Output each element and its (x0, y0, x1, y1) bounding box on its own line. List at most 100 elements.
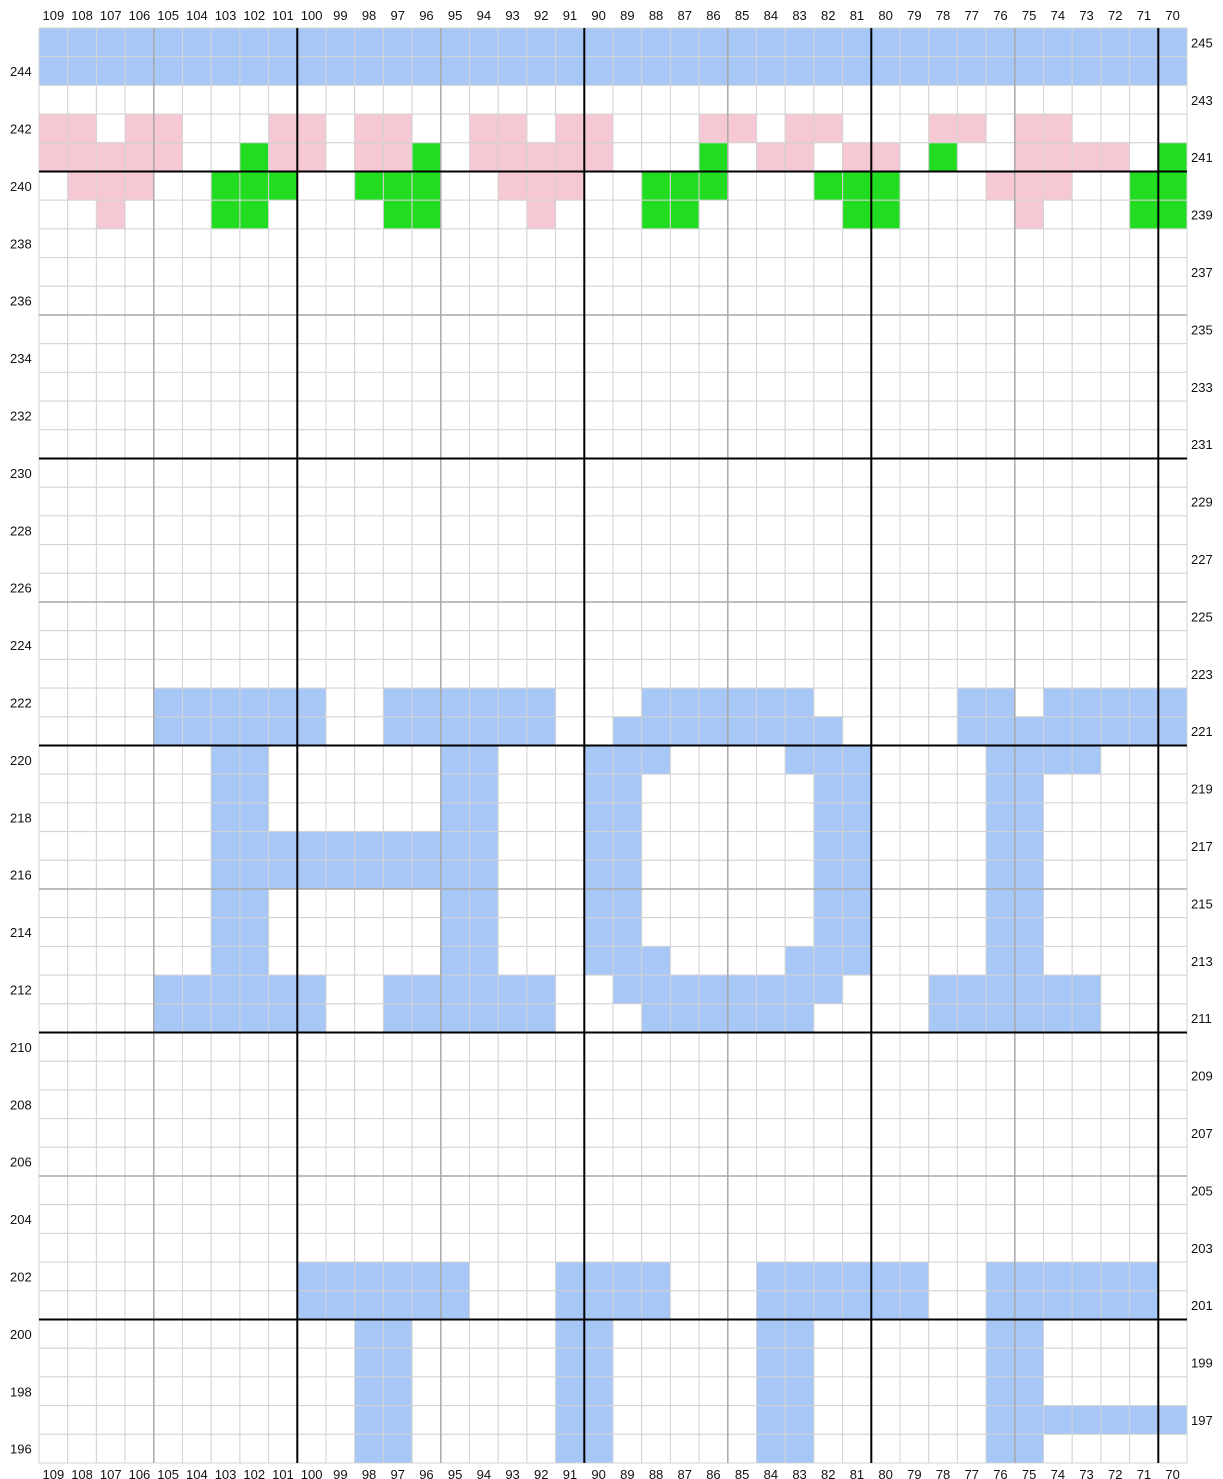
cell-empty (957, 1320, 986, 1349)
cell-empty (670, 1406, 699, 1435)
cell-blue (154, 688, 183, 717)
cell-blue (470, 774, 499, 803)
cell-empty (441, 344, 470, 373)
cell-empty (871, 1377, 900, 1406)
cell-pink (757, 143, 786, 172)
cell-empty (670, 1061, 699, 1090)
cell-blue (556, 1320, 585, 1349)
cell-pink (584, 143, 613, 172)
cell-empty (642, 1119, 671, 1148)
cell-empty (498, 832, 527, 861)
cell-empty (785, 315, 814, 344)
cell-empty (39, 286, 68, 315)
x-tick-label-bottom: 89 (620, 1467, 634, 1479)
cell-empty (383, 946, 412, 975)
cell-empty (1130, 918, 1159, 947)
cell-empty (68, 918, 97, 947)
cell-empty (1072, 172, 1101, 201)
cell-pink (96, 143, 125, 172)
cell-empty (355, 229, 384, 258)
cell-empty (957, 1377, 986, 1406)
cell-empty (326, 430, 355, 459)
cell-empty (1072, 459, 1101, 488)
cell-empty (843, 1233, 872, 1262)
cell-blue (642, 946, 671, 975)
cell-blue (699, 688, 728, 717)
cell-empty (326, 143, 355, 172)
cell-blue (383, 832, 412, 861)
cell-empty (297, 85, 326, 114)
cell-blue (1015, 1262, 1044, 1291)
cell-pink (527, 143, 556, 172)
cell-empty (642, 258, 671, 287)
cell-blue (1101, 28, 1130, 57)
cell-empty (39, 659, 68, 688)
cell-empty (326, 1434, 355, 1463)
cell-blue (584, 803, 613, 832)
cell-blue (814, 746, 843, 775)
cell-empty (785, 602, 814, 631)
cell-blue (986, 975, 1015, 1004)
cell-empty (728, 774, 757, 803)
cell-blue (900, 28, 929, 57)
cell-empty (183, 1406, 212, 1435)
cell-empty (613, 1033, 642, 1062)
cell-empty (125, 688, 154, 717)
cell-empty (556, 401, 585, 430)
cell-empty (1044, 659, 1073, 688)
cell-pink (1101, 143, 1130, 172)
cell-blue (383, 1434, 412, 1463)
cell-empty (1015, 1147, 1044, 1176)
cell-empty (269, 1406, 298, 1435)
cell-empty (929, 946, 958, 975)
cell-empty (211, 229, 240, 258)
cell-blue (1015, 1406, 1044, 1435)
x-tick-label-bottom: 98 (362, 1467, 376, 1479)
cell-empty (900, 860, 929, 889)
x-tick-label-bottom: 76 (993, 1467, 1007, 1479)
cell-empty (68, 487, 97, 516)
cell-empty (613, 114, 642, 143)
cell-empty (355, 1061, 384, 1090)
cell-blue (843, 860, 872, 889)
cell-empty (470, 85, 499, 114)
cell-empty (1130, 860, 1159, 889)
cell-empty (326, 1119, 355, 1148)
cell-blue (1015, 918, 1044, 947)
cell-blue (757, 1434, 786, 1463)
cell-empty (96, 545, 125, 574)
x-tick-label-bottom: 78 (936, 1467, 950, 1479)
cell-empty (183, 487, 212, 516)
cell-empty (556, 487, 585, 516)
cell-empty (125, 1434, 154, 1463)
cell-blue (297, 975, 326, 1004)
x-tick-label-bottom: 92 (534, 1467, 548, 1479)
cell-empty (383, 372, 412, 401)
cell-empty (900, 344, 929, 373)
cell-blue (613, 774, 642, 803)
cell-pink (355, 114, 384, 143)
cell-empty (68, 200, 97, 229)
cell-empty (154, 516, 183, 545)
cell-pink (785, 114, 814, 143)
x-tick-label-top: 74 (1051, 8, 1065, 23)
cell-empty (125, 545, 154, 574)
cell-empty (814, 1061, 843, 1090)
cell-empty (900, 229, 929, 258)
cell-empty (929, 487, 958, 516)
cell-empty (1072, 918, 1101, 947)
cell-empty (1130, 832, 1159, 861)
cell-empty (785, 545, 814, 574)
cell-empty (613, 1348, 642, 1377)
cell-empty (441, 1377, 470, 1406)
cell-blue (957, 975, 986, 1004)
cell-blue (470, 688, 499, 717)
cell-empty (986, 1061, 1015, 1090)
cell-empty (642, 430, 671, 459)
cell-green (383, 200, 412, 229)
cell-empty (556, 1004, 585, 1033)
cell-empty (1044, 1434, 1073, 1463)
cell-empty (1158, 430, 1187, 459)
cell-empty (125, 1348, 154, 1377)
cell-empty (900, 717, 929, 746)
